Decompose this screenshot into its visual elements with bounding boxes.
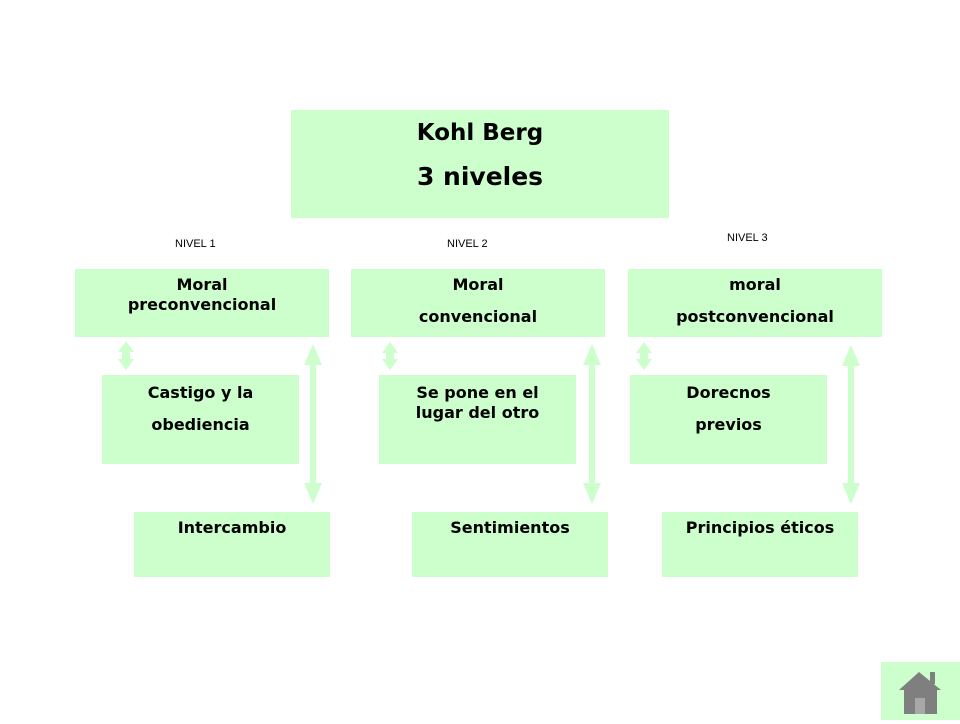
level-3-name-box: moral postconvencional	[628, 269, 882, 337]
level-1-stage-line-1: Castigo y la	[147, 383, 254, 402]
level-3-stage-line-1: Dorecnos	[686, 383, 771, 402]
home-button[interactable]	[881, 662, 960, 720]
long-arrow-level-2	[583, 344, 601, 504]
level-1-stage2-text: Intercambio	[177, 518, 287, 537]
level-2-label: NIVEL 2	[447, 238, 488, 250]
level-3-name-line-2: postconvencional	[676, 307, 834, 326]
short-arrow-level-2	[382, 342, 398, 370]
level-2-name-box: Moral convencional	[351, 269, 605, 337]
level-3-stage2-text: Principios éticos	[685, 518, 835, 537]
level-2-stage2-box: Sentimientos	[412, 512, 608, 577]
long-arrow-level-1	[304, 344, 322, 504]
home-icon	[899, 672, 941, 714]
level-2-name-line-1: Moral	[452, 275, 504, 294]
level-3-stage2-box: Principios éticos	[662, 512, 858, 577]
level-2-name-line-2: convencional	[418, 307, 538, 326]
level-2-stage-box: Se pone en el lugar del otro	[379, 375, 576, 464]
level-2-stage-line-2: lugar del otro	[415, 403, 540, 422]
title-box: Kohl Berg 3 niveles	[291, 110, 669, 218]
level-1-label: NIVEL 1	[175, 238, 216, 250]
level-1-stage-box: Castigo y la obediencia	[102, 375, 299, 464]
level-3-name-line-1: moral	[729, 275, 781, 294]
level-1-name-box: Moral preconvencional	[75, 269, 329, 337]
level-3-label: NIVEL 3	[727, 232, 768, 244]
level-3-stage-box: Dorecnos previos	[630, 375, 827, 464]
level-1-name-line-1: Moral	[176, 275, 228, 294]
level-2-stage2-text: Sentimientos	[450, 518, 570, 537]
title-text: Kohl Berg	[416, 120, 544, 146]
level-3-stage-line-2: previos	[695, 415, 762, 434]
short-arrow-level-1	[118, 341, 134, 370]
subtitle-text: 3 niveles	[416, 162, 544, 191]
level-1-stage-line-2: obediencia	[151, 415, 250, 434]
level-1-stage2-box: Intercambio	[134, 512, 330, 577]
long-arrow-level-3	[842, 345, 860, 504]
level-1-name-line-2: preconvencional	[127, 295, 277, 314]
short-arrow-level-3	[636, 342, 652, 370]
level-2-stage-line-1: Se pone en el	[416, 383, 539, 402]
